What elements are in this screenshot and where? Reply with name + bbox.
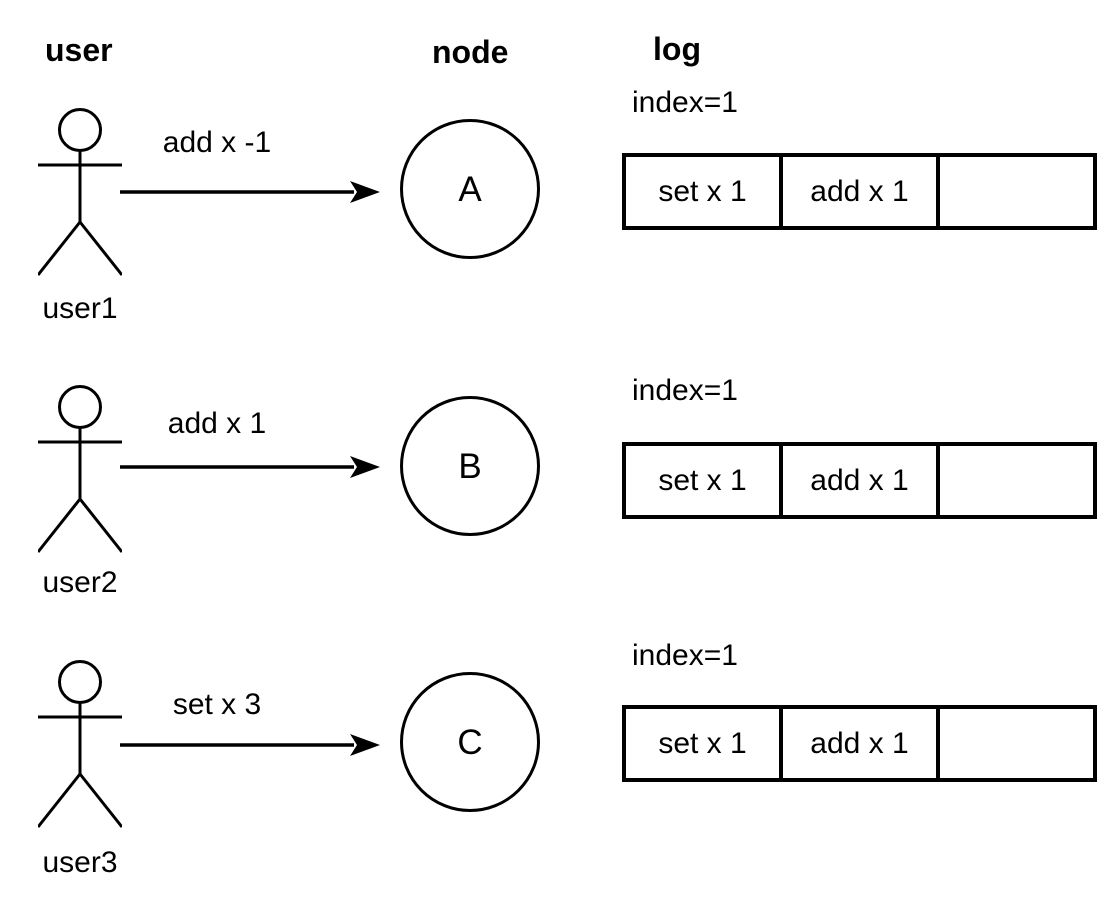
command-label: set x 3 — [172, 688, 262, 721]
actor-icon — [36, 660, 124, 833]
command-label: add x -1 — [162, 126, 272, 159]
node-circle: A — [400, 119, 540, 259]
actor-icon — [36, 108, 124, 281]
node-circle: C — [400, 672, 540, 812]
log-cell — [936, 157, 1093, 226]
log-cell: set x 1 — [658, 726, 747, 760]
node-label: A — [458, 169, 482, 209]
message-arrow-icon — [120, 179, 380, 210]
log-cell: add x 1 — [779, 157, 936, 226]
user-label: user2 — [42, 566, 118, 599]
log-table: set x 1 add x 1 — [622, 442, 1097, 519]
log-cell: set x 1 — [658, 174, 747, 208]
log-index-label: index=1 — [632, 374, 738, 407]
command-label: add x 1 — [167, 407, 267, 440]
log-index-label: index=1 — [632, 639, 738, 672]
message-arrow-icon — [120, 454, 380, 485]
user-label: user3 — [42, 846, 118, 879]
column-header-node: node — [432, 34, 509, 70]
column-header-log: log — [653, 31, 701, 67]
node-circle: B — [400, 396, 540, 536]
log-cell: add x 1 — [779, 709, 936, 778]
log-index-label: index=1 — [632, 86, 738, 119]
log-cell: add x 1 — [779, 446, 936, 515]
node-label: C — [457, 722, 483, 762]
log-table: set x 1 add x 1 — [622, 705, 1097, 782]
message-arrow-icon — [120, 732, 380, 763]
node-label: B — [458, 446, 482, 486]
actor-icon — [36, 385, 124, 558]
column-header-user: user — [45, 32, 113, 68]
log-cell — [936, 709, 1093, 778]
log-cell — [936, 446, 1093, 515]
log-table: set x 1 add x 1 — [622, 153, 1097, 230]
log-cell: set x 1 — [658, 463, 747, 497]
user-label: user1 — [42, 292, 118, 325]
